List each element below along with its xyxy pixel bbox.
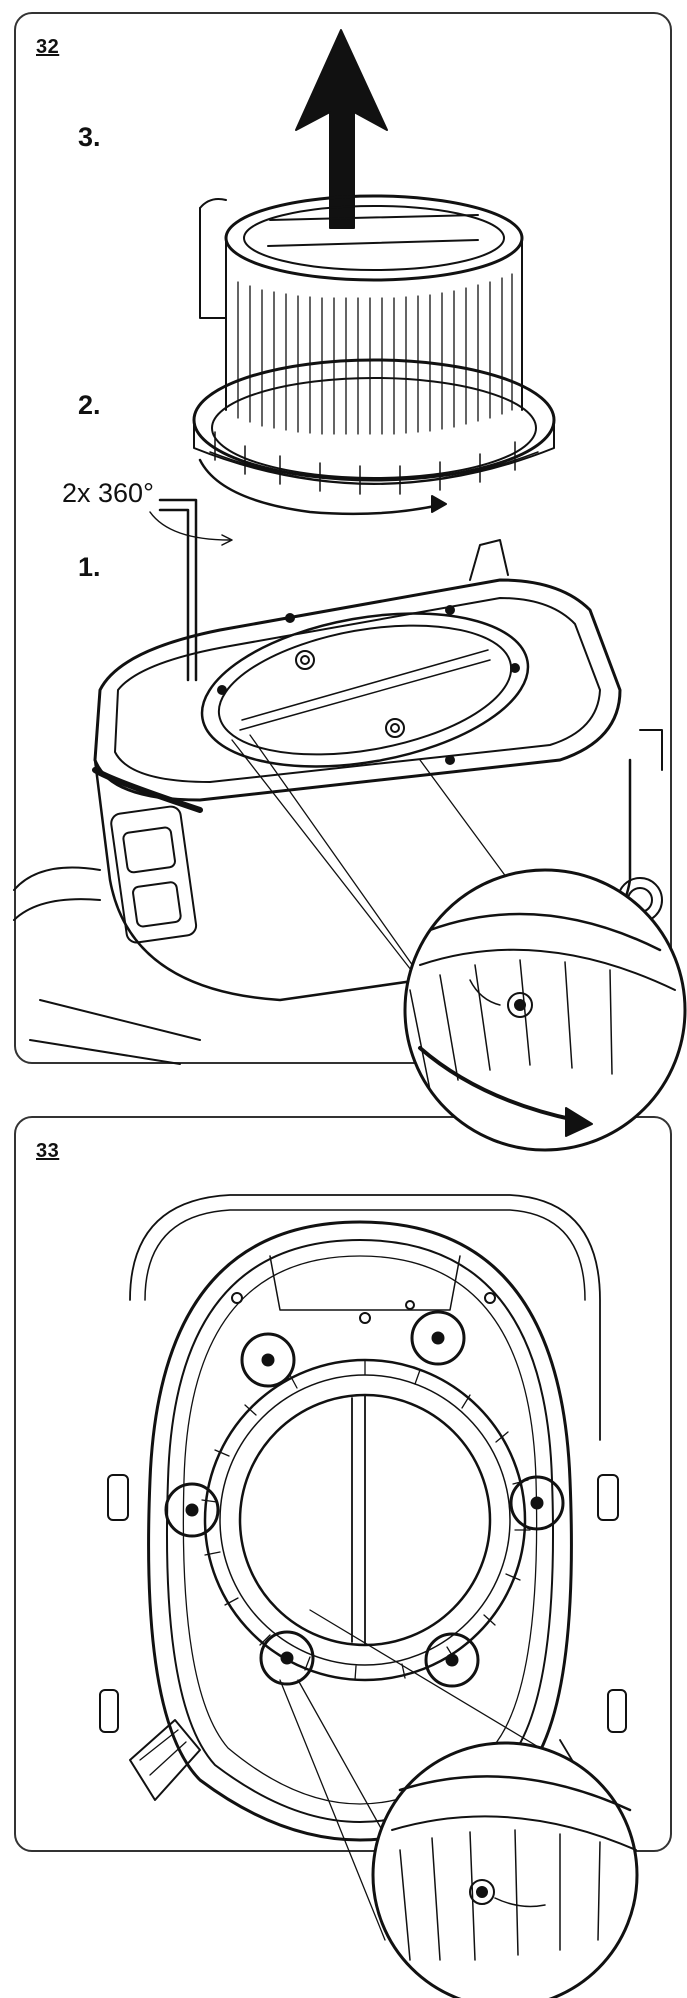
zoom-rotation-arrow bbox=[418, 1046, 577, 1122]
figure-33-panel bbox=[14, 1116, 672, 1852]
rotation-arrow bbox=[198, 458, 442, 516]
top-view-housing bbox=[99, 1194, 627, 1842]
hex-key bbox=[158, 498, 198, 682]
step-3-label: 3. bbox=[78, 122, 101, 152]
trolley-frame bbox=[13, 866, 201, 1065]
lift-arrow bbox=[295, 29, 388, 229]
zoom-detail-32 bbox=[403, 868, 687, 1152]
step-2-label: 2. bbox=[78, 390, 101, 420]
filter-cartridge bbox=[192, 194, 556, 495]
figure-32-number: 32 bbox=[36, 36, 60, 58]
step-1-label: 1. bbox=[78, 552, 101, 582]
figure-33-number: 33 bbox=[36, 1140, 60, 1162]
screw-highlights bbox=[164, 1310, 565, 1688]
zoom-detail-33 bbox=[371, 1741, 639, 1998]
rotation-label: 2x 360° bbox=[62, 478, 154, 508]
